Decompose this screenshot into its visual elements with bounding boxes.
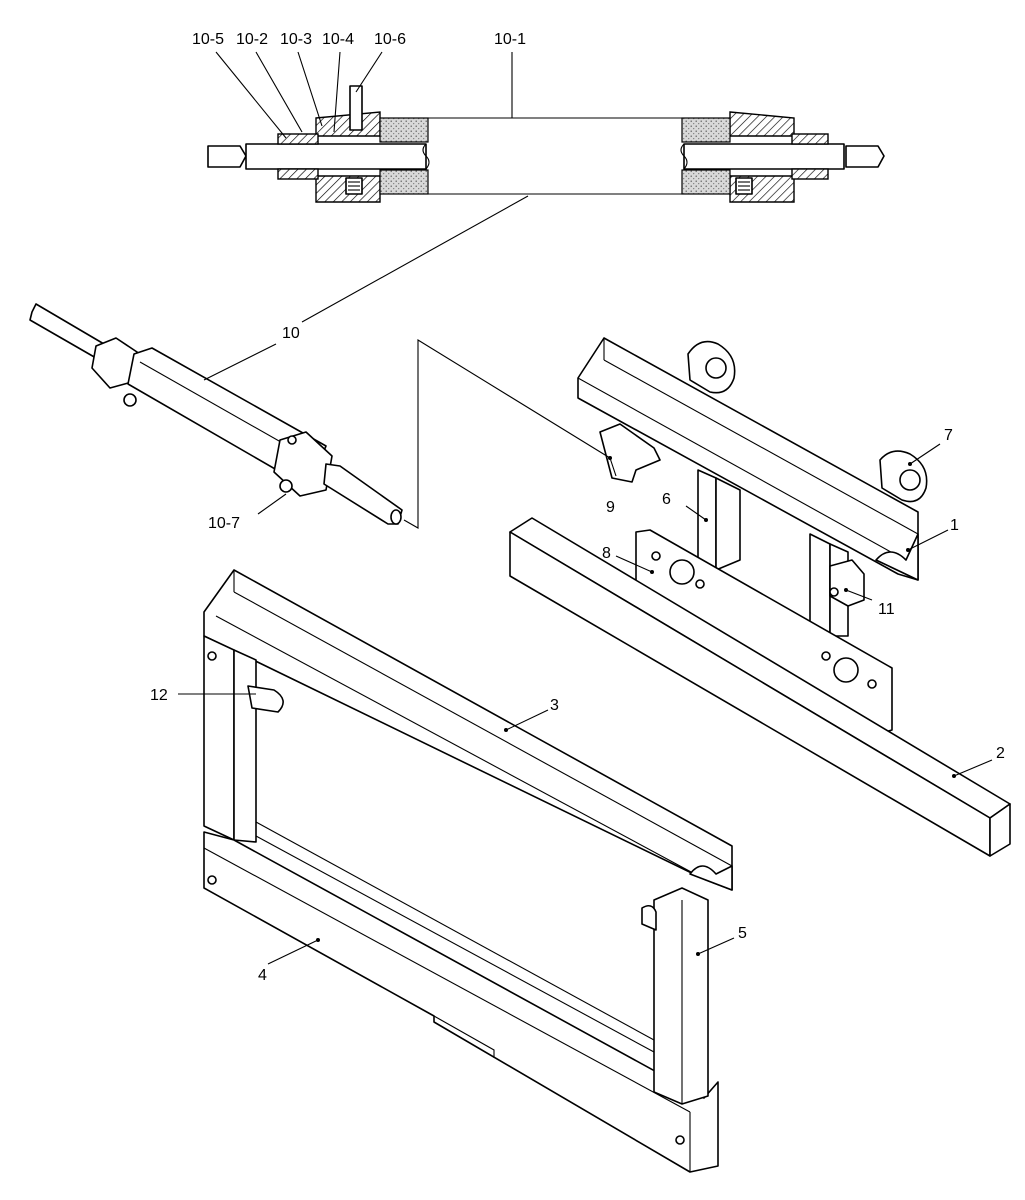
hydraulic-cylinder	[29, 303, 403, 525]
callout-9: 9	[606, 499, 615, 516]
callout-12: 12	[150, 687, 168, 704]
callout-10-2: 10-2	[236, 31, 268, 48]
callout-5: 5	[738, 925, 747, 942]
carriage-assembly	[577, 337, 928, 735]
cylinder-section-view	[207, 85, 885, 203]
callout-4: 4	[258, 967, 267, 984]
bar-part-2	[509, 517, 1011, 857]
callout-1: 1	[950, 517, 959, 534]
callout-6: 6	[662, 491, 671, 508]
callout-labels: 10-5 10-2 10-3 10-4 10-6 10-1 10 10-7 7 …	[150, 31, 1005, 984]
callout-10-3: 10-3	[280, 31, 312, 48]
callout-10-7: 10-7	[208, 515, 240, 532]
callout-10-4: 10-4	[322, 31, 354, 48]
callout-2: 2	[996, 745, 1005, 762]
callout-8: 8	[602, 545, 611, 562]
leader-lines	[178, 51, 993, 965]
frame-assembly	[203, 569, 733, 1173]
callout-3: 3	[550, 697, 559, 714]
callout-10: 10	[282, 325, 300, 342]
callout-7: 7	[944, 427, 953, 444]
callout-10-1: 10-1	[494, 31, 526, 48]
callout-10-6: 10-6	[374, 31, 406, 48]
callout-10-5: 10-5	[192, 31, 224, 48]
callout-11: 11	[878, 601, 895, 618]
